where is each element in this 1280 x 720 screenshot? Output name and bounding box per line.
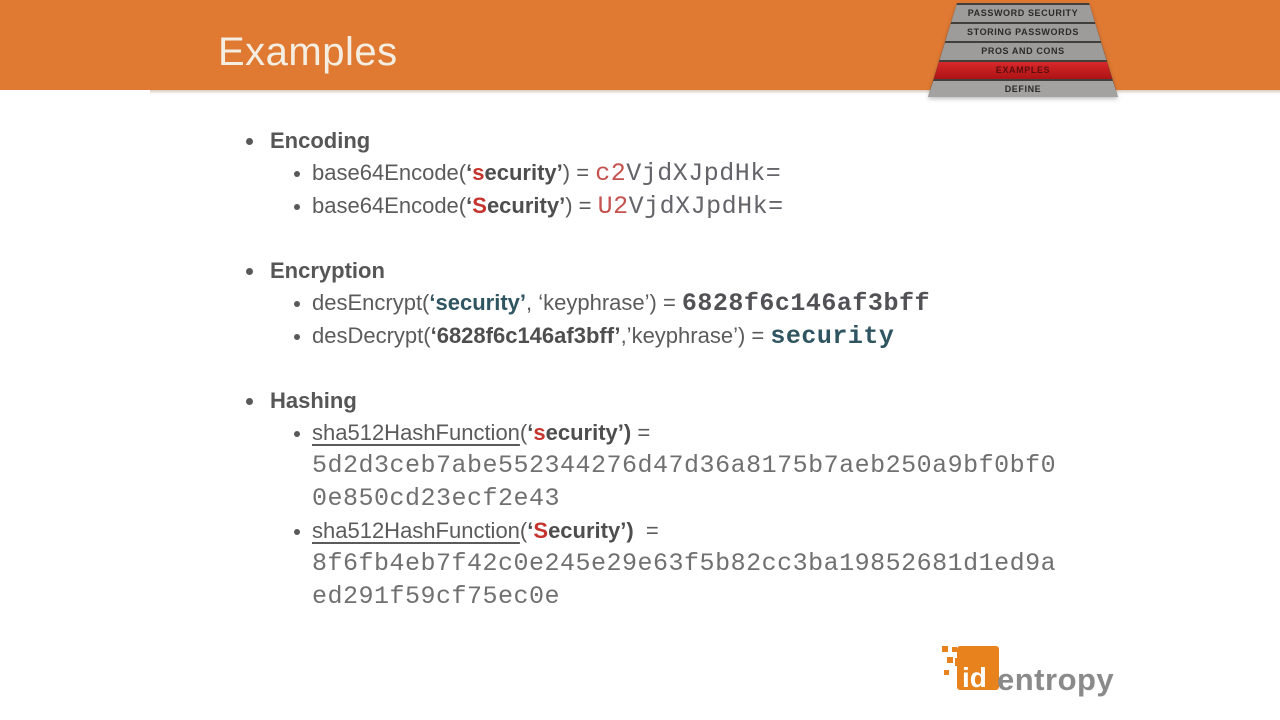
heading-encoding: Encoding [245,125,1145,157]
agenda-item-pros-and-cons: PROS AND CONS [939,43,1107,60]
agenda-item-define: DEFINE [928,81,1118,97]
sha512-uppercase-hash-line2: ed291f59cf75ec0e [312,582,561,611]
sha512-lowercase-hash-line1: 5d2d3ceb7abe552344276d47d36a8175b7aeb250… [312,451,1057,480]
item-sha512-lowercase: sha512HashFunction(‘security’) = [245,417,1145,449]
heading-encryption: Encryption [245,255,1145,287]
item-des-decrypt: desDecrypt(‘6828f6c146af3bff’,’keyphrase… [245,320,1145,353]
bullet-icon [294,204,300,210]
bullet-icon [294,334,300,340]
agenda-item-examples-current: EXAMPLES [933,62,1113,79]
agenda-item-storing-passwords: STORING PASSWORDS [945,24,1101,41]
logo-pixel-icon [952,647,957,652]
identropy-logo: id entropy [938,640,1138,705]
bullet-icon [246,138,253,145]
bullet-icon [246,268,253,275]
logo-pixel-icon [942,646,948,652]
agenda-item-password-security: PASSWORD SECURITY [951,5,1095,22]
page-title: Examples [218,30,398,74]
item-base64-uppercase: base64Encode(‘Security’) = U2VjdXJpdHk= [245,190,1145,223]
logo-id-text: id [962,662,987,693]
item-base64-lowercase: base64Encode(‘security’) = c2VjdXJpdHk= [245,157,1145,190]
logo-pixel-icon [947,657,953,663]
heading-hashing: Hashing [245,385,1145,417]
logo-entropy-text: entropy [997,662,1115,697]
item-sha512-uppercase: sha512HashFunction(‘Security’) = [245,515,1145,547]
sha512-lowercase-hash-line2: 0e850cd23ecf2e43 [312,484,561,513]
bullet-icon [294,301,300,307]
bullet-icon [246,398,253,405]
logo-pixel-icon [944,670,949,675]
agenda-pyramid: PASSWORD SECURITY STORING PASSWORDS PROS… [928,3,1118,97]
slide-content: Encoding base64Encode(‘security’) = c2Vj… [245,125,1145,613]
bullet-icon [294,431,300,437]
bullet-icon [294,171,300,177]
logo-square-icon [957,646,999,690]
bullet-icon [294,529,300,535]
sha512-uppercase-hash-line1: 8f6fb4eb7f42c0e245e29e63f5b82cc3ba198526… [312,549,1057,578]
item-des-encrypt: desEncrypt(‘security’, ‘keyphrase’) = 68… [245,287,1145,320]
